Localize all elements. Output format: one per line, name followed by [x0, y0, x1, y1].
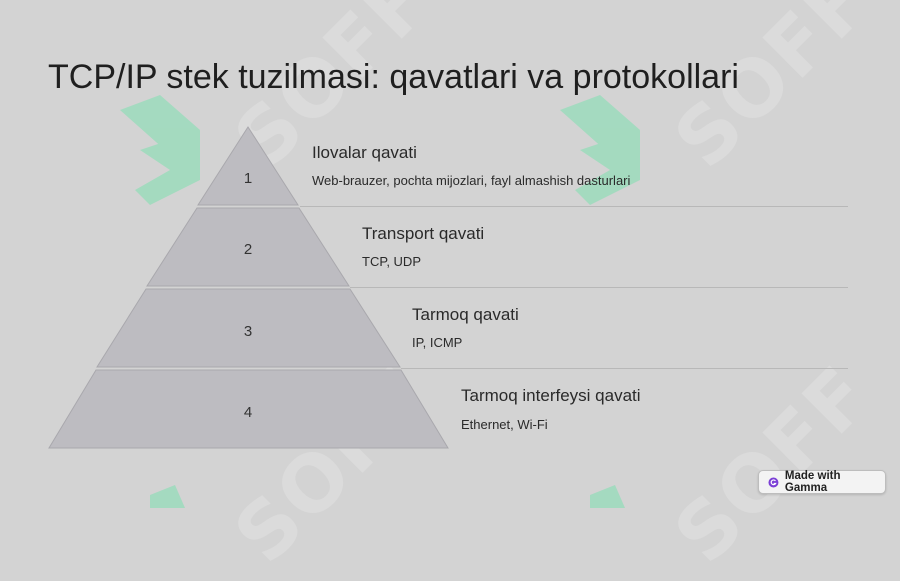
made-with-gamma-button[interactable]: Made with Gamma: [758, 470, 886, 494]
layer-description: TCP, UDP: [362, 254, 421, 269]
pyramid-layer-4: [48, 369, 449, 449]
pyramid-layer-3: [96, 288, 401, 368]
page-title: TCP/IP stek tuzilmasi: qavatlari va prot…: [48, 58, 739, 96]
layer-number: 3: [243, 323, 253, 340]
badge-label: Made with Gamma: [784, 470, 841, 494]
layer-title: Transport qavati: [362, 224, 485, 243]
pyramid-layer-2: [146, 207, 350, 287]
layer-number: 1: [243, 170, 253, 187]
layer-title: Tarmoq qavati: [412, 305, 519, 324]
slide: SOFF SOFF SOFF SOFF TCP/IP stek tuzilmas…: [48, 58, 886, 508]
pyramid-layer-1: [197, 126, 299, 206]
layer-description: Web-brauzer, pochta mijozlari, fayl alma…: [312, 173, 631, 188]
gamma-logo-icon: [768, 477, 779, 487]
layer-number: 4: [243, 404, 253, 421]
layer-description: IP, ICMP: [412, 335, 463, 350]
layer-divider: [401, 368, 848, 369]
layer-title: Tarmoq interfeysi qavati: [461, 386, 641, 405]
pyramid-diagram: [48, 126, 449, 449]
layer-description: Ethernet, Wi-Fi: [461, 417, 548, 432]
layer-divider: [300, 206, 848, 207]
layer-title: Ilovalar qavati: [312, 143, 417, 162]
layer-number: 2: [243, 241, 253, 258]
layer-divider: [350, 287, 848, 288]
